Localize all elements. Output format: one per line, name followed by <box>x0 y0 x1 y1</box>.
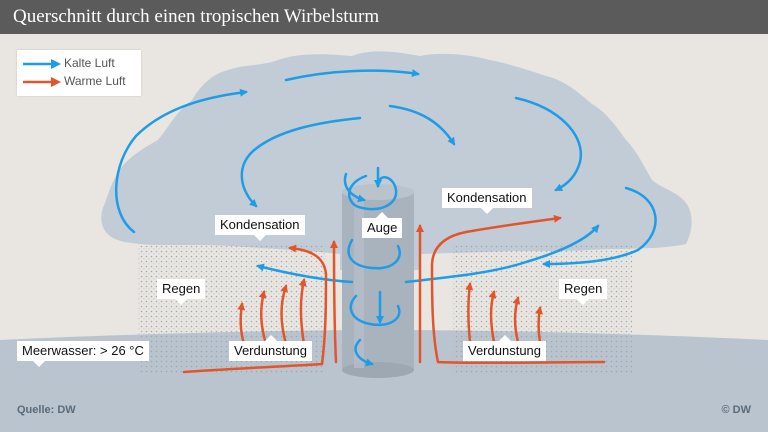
cold-air-arrow-far-right <box>542 186 657 268</box>
label-verdunstung-left: Verdunstung <box>229 335 313 361</box>
warm-air-evap-right-4 <box>535 306 543 344</box>
warm-air-evap-right-2 <box>488 290 497 344</box>
cold-air-arrow-eye-top-down <box>343 172 366 203</box>
cold-air-arrow-top <box>284 69 420 82</box>
label-kondensation-left: Kondensation <box>215 215 305 241</box>
cold-air-arrow-outer-loop <box>114 88 248 234</box>
eye-column-highlight <box>354 198 364 368</box>
legend: Kalte Luft Warme Luft <box>17 50 141 96</box>
label-verdunstung-right: Verdunstung <box>463 335 547 361</box>
cold-air-arrow-return-left <box>256 263 354 284</box>
blue-arrow-icon <box>23 59 61 69</box>
warm-air-rise-left <box>330 240 339 364</box>
warm-air-evap-left-1 <box>237 302 246 346</box>
warm-air-evap-right-3 <box>512 296 521 344</box>
warm-air-evap-left-4 <box>298 278 307 346</box>
red-arrow-icon <box>23 77 61 87</box>
copyright-credit: © DW <box>721 404 752 416</box>
eye-column-bottom <box>342 362 414 378</box>
label-regen-left: Regen <box>157 279 206 305</box>
diagram-title: Querschnitt durch einen tropischen Wirbe… <box>0 0 768 34</box>
warm-air-inflow-right <box>430 214 606 365</box>
label-meerwasser: Meerwasser: > 26 °C <box>17 341 149 367</box>
legend-item-warm-air: Warme Luft <box>17 73 141 91</box>
cold-air-spiral-eye <box>347 174 401 364</box>
legend-label-warm-air: Warme Luft <box>64 74 126 88</box>
label-auge: Auge <box>362 212 403 238</box>
warm-air-evap-right-1 <box>465 282 474 344</box>
cold-air-arrow-inner-left <box>240 116 362 208</box>
label-regen-right: Regen <box>559 279 608 305</box>
legend-label-cold-air: Kalte Luft <box>64 56 115 70</box>
legend-item-cold-air: Kalte Luft <box>17 55 141 73</box>
cold-air-arrow-right-loop <box>514 96 583 192</box>
warm-air-inflow-left <box>182 244 328 374</box>
label-kondensation-right: Kondensation <box>442 188 532 214</box>
warm-air-evap-left-3 <box>280 284 288 346</box>
cold-air-arrow-inner-center <box>388 104 456 146</box>
source-credit: Quelle: DW <box>17 404 76 416</box>
cold-air-arrow-return-right <box>404 224 600 284</box>
